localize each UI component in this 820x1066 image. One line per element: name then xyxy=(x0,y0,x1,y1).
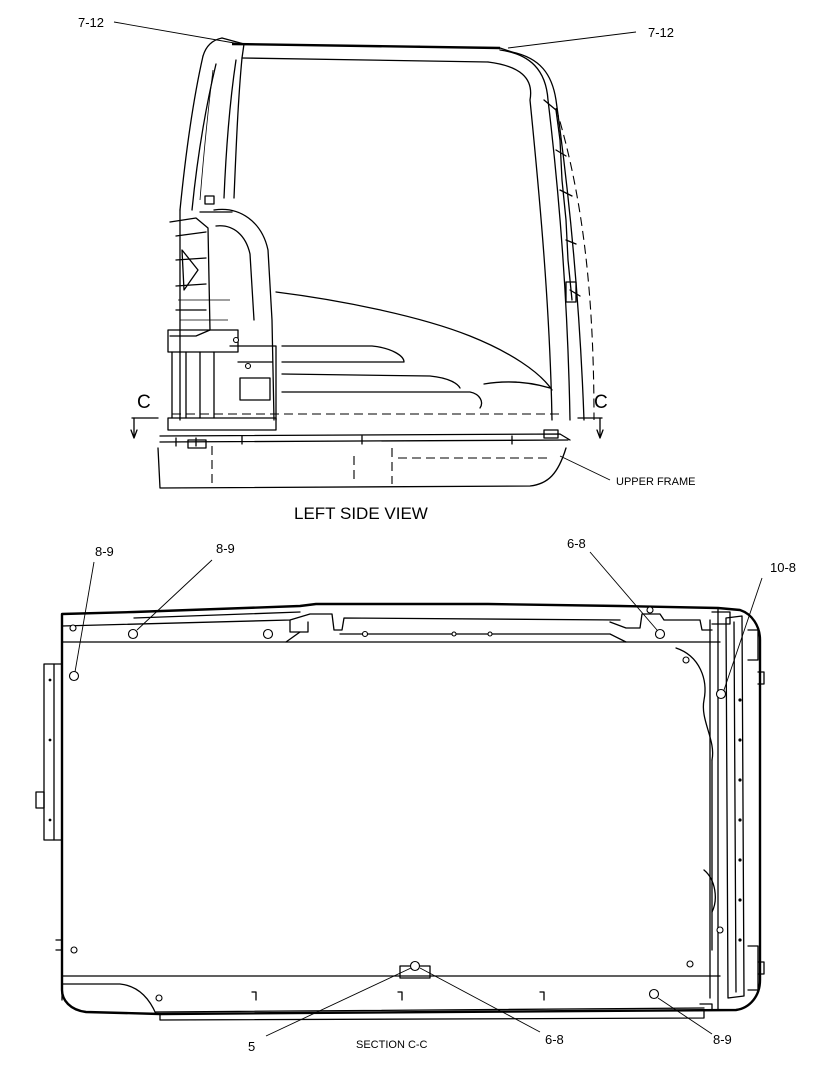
front-pillar xyxy=(487,49,595,421)
section-letter-left: C xyxy=(137,392,151,413)
right-rail xyxy=(675,615,765,999)
section-letter-right: C xyxy=(594,392,608,413)
hole xyxy=(715,688,727,700)
label-upper-frame: UPPER FRAME xyxy=(616,476,695,488)
left-side-view: C C 7-12 7-12 UPPER FRAME LEFT SIDE VIEW xyxy=(78,15,695,523)
callout-8-9-upper: 8-9 xyxy=(216,541,235,556)
left-bracket xyxy=(35,663,63,951)
hole xyxy=(682,656,690,664)
rear-structure xyxy=(167,208,277,421)
floor-plate xyxy=(60,602,762,1016)
hole xyxy=(68,670,80,682)
hole xyxy=(487,631,493,637)
callout-10-8: 10-8 xyxy=(770,560,796,575)
hole xyxy=(654,628,666,640)
hole xyxy=(646,606,654,614)
hole xyxy=(361,630,369,638)
hole xyxy=(262,628,274,640)
callout-6-8-lower: 6-8 xyxy=(545,1032,564,1047)
section-view-title: SECTION C-C xyxy=(356,1039,428,1051)
hole xyxy=(716,926,724,934)
hole xyxy=(686,960,694,968)
floor-console xyxy=(167,291,560,431)
callout-8-9-lower: 8-9 xyxy=(713,1032,732,1047)
callout-7-12-left: 7-12 xyxy=(78,15,104,30)
cab-roof xyxy=(202,37,513,63)
mounting-holes xyxy=(68,606,727,1002)
side-view-title: LEFT SIDE VIEW xyxy=(294,504,428,523)
hole xyxy=(451,631,457,637)
bottom-rail xyxy=(61,965,713,1021)
hole xyxy=(127,628,139,640)
hole xyxy=(70,946,78,954)
hole xyxy=(648,988,660,1000)
hole xyxy=(69,624,77,632)
section-cut-markers xyxy=(130,417,604,439)
callout-6-8-upper: 6-8 xyxy=(567,536,586,551)
callout-7-12-right: 7-12 xyxy=(648,25,674,40)
leader-7-12-right xyxy=(507,31,637,49)
rear-pillar xyxy=(179,55,243,211)
hole xyxy=(409,960,421,972)
callout-8-9-left: 8-9 xyxy=(95,544,114,559)
section-leaders xyxy=(74,551,763,1037)
callout-5: 5 xyxy=(248,1039,255,1054)
upper-frame xyxy=(157,429,571,489)
section-c-c-view: 8-9 8-9 6-8 10-8 5 6-8 8-9 SECTION C-C xyxy=(35,536,796,1054)
top-rail xyxy=(61,611,731,643)
leader-7-12-left xyxy=(113,21,241,45)
leader-upper-frame xyxy=(559,455,611,481)
hole xyxy=(155,994,163,1002)
